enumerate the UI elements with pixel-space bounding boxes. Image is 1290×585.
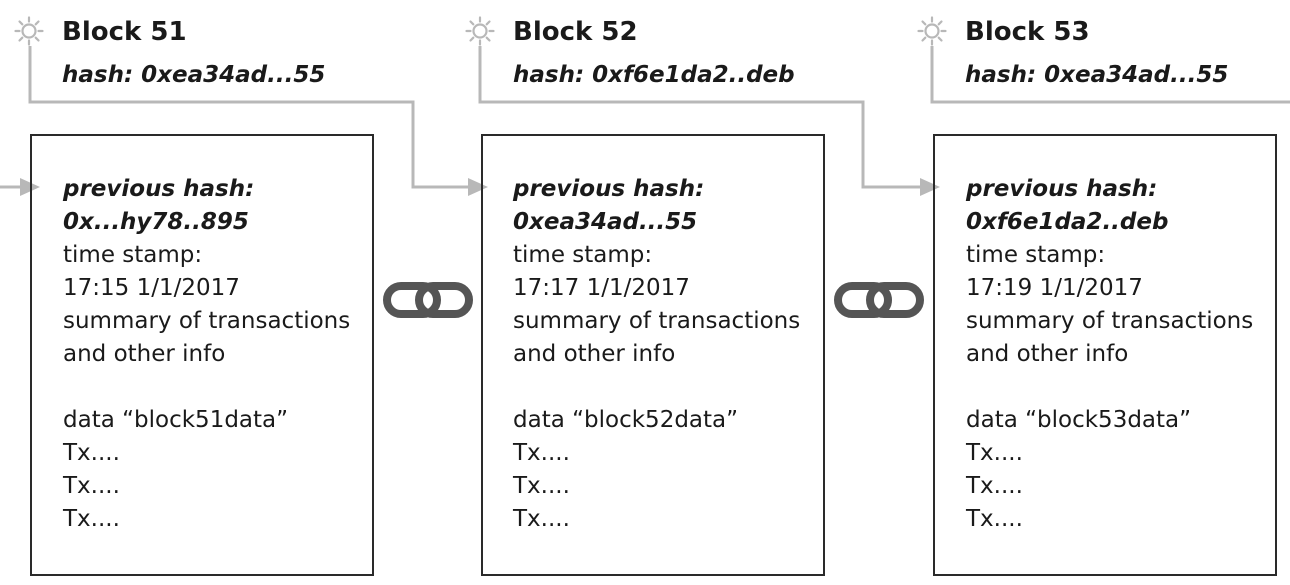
- previous-hash-label: previous hash:: [513, 176, 705, 202]
- summary-line: and other info: [63, 341, 226, 367]
- block-hash: hash: 0xea34ad...55: [62, 62, 326, 88]
- connector-line: [28, 46, 470, 189]
- block-card: Block 52 hash: 0xf6e1da2..deb previous h…: [451, 0, 851, 585]
- sun-icon: [465, 16, 495, 46]
- arrow-head-icon: [468, 178, 488, 196]
- block-hash: hash: 0xea34ad...55: [965, 62, 1229, 88]
- summary-line: summary of transactions: [63, 308, 351, 334]
- summary-line: and other info: [513, 341, 676, 367]
- transaction-line: Tx....: [513, 506, 570, 532]
- block-data: data “block51data”: [63, 407, 289, 433]
- previous-hash-value: 0xea34ad...55: [513, 209, 698, 235]
- block-box: [481, 134, 825, 576]
- block-box: [30, 134, 374, 576]
- block-box: [933, 134, 1277, 576]
- block-content: previous hash: 0x...hy78..895 time stamp…: [63, 173, 350, 536]
- block-data: data “block52data”: [513, 407, 739, 433]
- connector-line: [478, 46, 922, 189]
- block-data: data “block53data”: [966, 407, 1192, 433]
- previous-hash-value: 0xf6e1da2..deb: [966, 209, 1169, 235]
- arrow-head-icon: [920, 178, 940, 196]
- block-content: previous hash: 0xea34ad...55 time stamp:…: [513, 173, 800, 536]
- summary-line: and other info: [966, 341, 1129, 367]
- time-stamp-label: time stamp:: [966, 242, 1106, 268]
- connector-line: [930, 46, 1290, 104]
- previous-hash-label: previous hash:: [63, 176, 255, 202]
- sun-icon: [917, 16, 947, 46]
- block-card: Block 53 hash: 0xea34ad...55 previous ha…: [903, 0, 1290, 585]
- transaction-line: Tx....: [966, 473, 1023, 499]
- transaction-line: Tx....: [63, 506, 120, 532]
- time-stamp-value: 17:17 1/1/2017: [513, 275, 690, 301]
- transaction-line: Tx....: [966, 506, 1023, 532]
- sun-icon: [14, 16, 44, 46]
- chain-link-icon: [383, 282, 473, 318]
- block-hash: hash: 0xf6e1da2..deb: [513, 62, 795, 88]
- previous-hash-label: previous hash:: [966, 176, 1158, 202]
- block-title: Block 53: [965, 17, 1090, 47]
- block-content: previous hash: 0xf6e1da2..deb time stamp…: [966, 173, 1253, 536]
- time-stamp-label: time stamp:: [63, 242, 203, 268]
- transaction-line: Tx....: [513, 473, 570, 499]
- transaction-line: Tx....: [63, 440, 120, 466]
- transaction-line: Tx....: [513, 440, 570, 466]
- chain-link-icon: [834, 282, 924, 318]
- block-title: Block 51: [62, 17, 187, 47]
- summary-line: summary of transactions: [513, 308, 801, 334]
- transaction-line: Tx....: [966, 440, 1023, 466]
- time-stamp-value: 17:19 1/1/2017: [966, 275, 1143, 301]
- previous-hash-value: 0x...hy78..895: [63, 209, 249, 235]
- transaction-line: Tx....: [63, 473, 120, 499]
- block-card: Block 51 hash: 0xea34ad...55 previous ha…: [0, 0, 400, 585]
- block-title: Block 52: [513, 17, 638, 47]
- time-stamp-value: 17:15 1/1/2017: [63, 275, 240, 301]
- summary-line: summary of transactions: [966, 308, 1254, 334]
- time-stamp-label: time stamp:: [513, 242, 653, 268]
